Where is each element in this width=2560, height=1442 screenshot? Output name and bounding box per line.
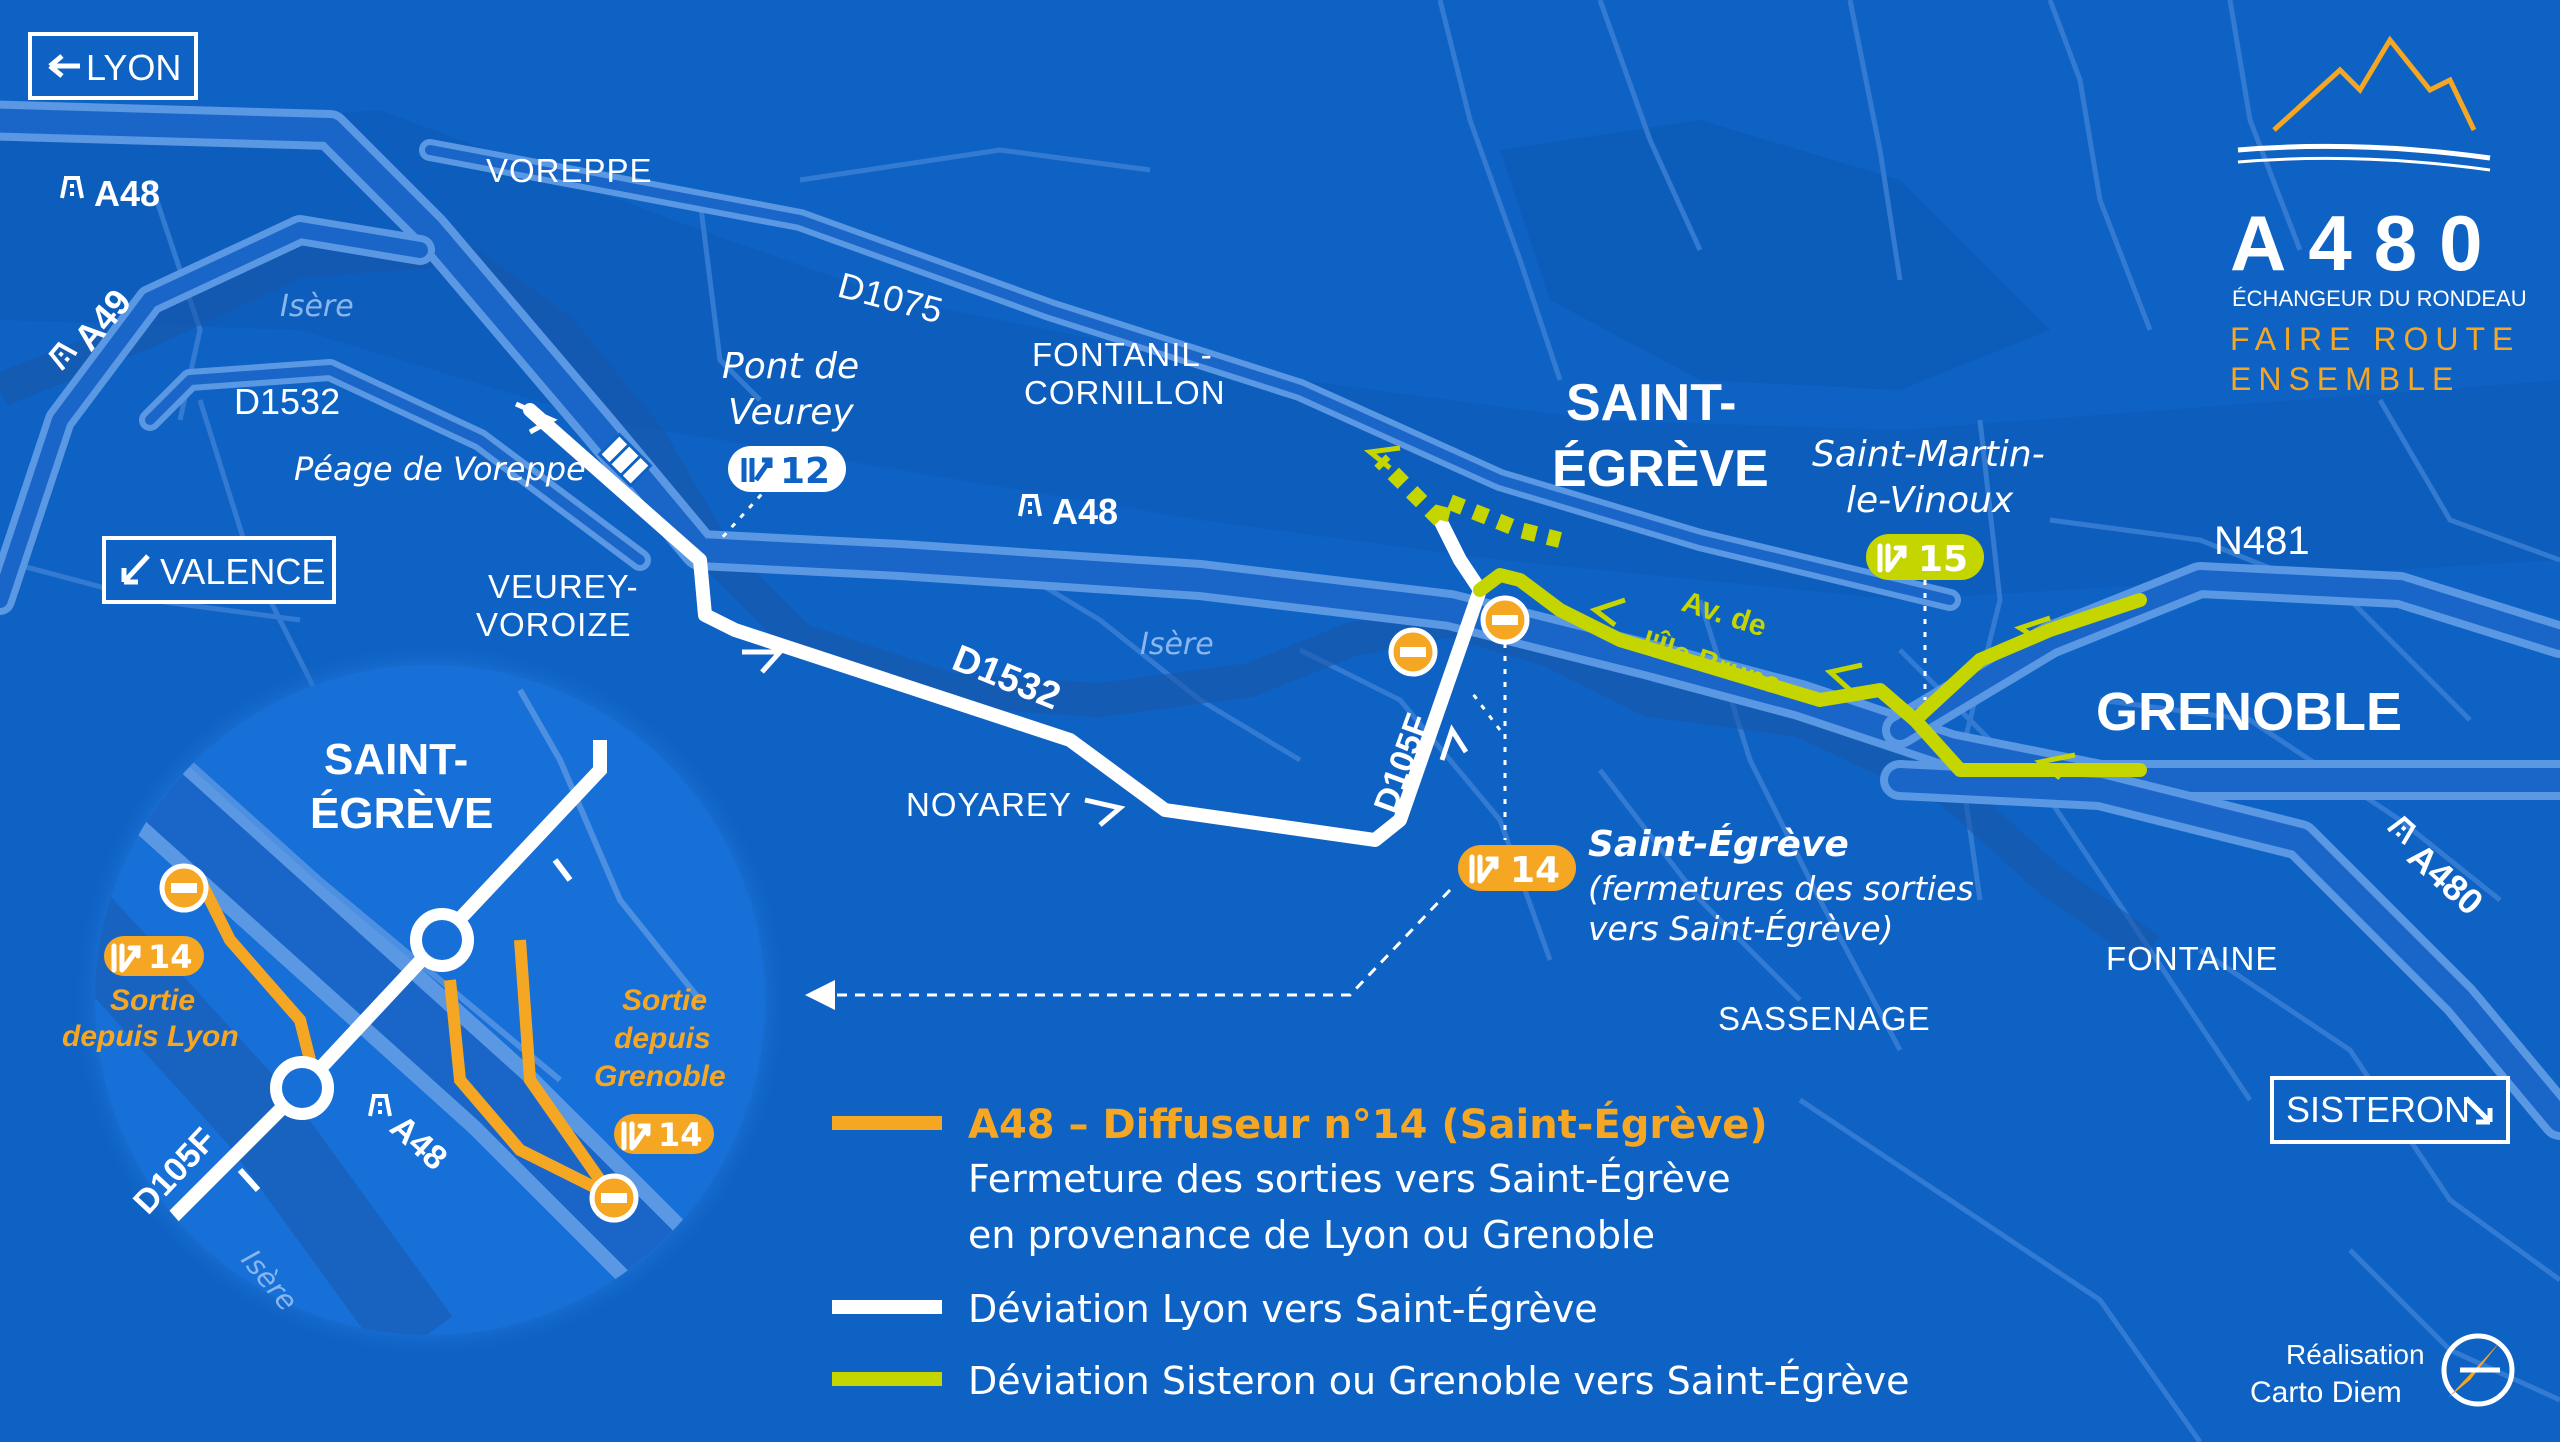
- credit-line2: Carto Diem: [2250, 1376, 2402, 1409]
- sign-valence-label: VALENCE: [160, 551, 325, 592]
- city-saint-egreve-2: ÉGRÈVE: [1552, 440, 1769, 498]
- inset-sortie-lyon-2: depuis Lyon: [62, 1020, 239, 1053]
- sign-sisteron-label: SISTERON: [2286, 1089, 2470, 1130]
- inset-sortie-gre-1: Sortie: [622, 984, 707, 1017]
- a480-label: A480: [2400, 835, 2491, 923]
- arrow-green-1: [2034, 752, 2076, 780]
- exit-14-label: 14: [1510, 850, 1560, 891]
- town-voreppe: VOREPPE: [486, 152, 653, 189]
- brand-subtitle: ÉCHANGEUR DU RONDEAU: [2232, 286, 2527, 311]
- land-shading: [0, 110, 2560, 600]
- legend-swatch-green: [832, 1372, 942, 1386]
- arrow-white-3: [1084, 797, 1126, 827]
- street-av-1: Av. de: [1678, 585, 1771, 643]
- place-pont-2: Veurey: [728, 392, 854, 433]
- arrow-down-right-icon: [2464, 1096, 2493, 1125]
- arrow-green-4: [1589, 597, 1626, 627]
- detour-lyon: [523, 403, 1487, 847]
- leader-inset-arrow: [805, 980, 835, 1010]
- inset-sortie-gre-3: Grenoble: [594, 1060, 726, 1093]
- exit-badge-15: 15: [1866, 534, 1984, 580]
- no-entry-icon: [589, 1173, 639, 1223]
- motorway-label-a48-center: A48: [1018, 491, 1118, 532]
- exit-badge-12: 12: [728, 446, 846, 492]
- place-saint-martin-2: le-Vinoux: [1846, 480, 2014, 521]
- inset-city-2: ÉGRÈVE: [310, 788, 493, 838]
- n481-label: N481: [2214, 519, 2310, 563]
- place-saint-martin-1: Saint-Martin-: [1812, 434, 2045, 475]
- brand-name: A480: [2230, 199, 2504, 287]
- place-pont-1: Pont de: [722, 346, 859, 387]
- exit-15-label: 15: [1918, 539, 1968, 580]
- arrow-white-2: [742, 649, 786, 674]
- annotation-title: Saint-Égrève: [1588, 823, 1849, 865]
- inset-exit-lyon-label: 14: [148, 938, 193, 976]
- legend-orange-title: A48 – Diffuseur n°14 (Saint-Égrève): [968, 1100, 1768, 1148]
- a48-center-label: A48: [1052, 491, 1118, 532]
- arrow-down-left-icon: [121, 554, 150, 585]
- motorway-label-a48-west: A48: [60, 173, 160, 214]
- detour-dashed: [1374, 454, 1562, 548]
- arrow-green-3: [1824, 662, 1863, 692]
- arrow-green-5: [1363, 445, 1401, 470]
- brand-tagline-2: ENSEMBLE: [2230, 361, 2460, 397]
- legend-orange-line2: en provenance de Lyon ou Grenoble: [968, 1213, 1655, 1257]
- town-sassenage: SASSENAGE: [1718, 1000, 1931, 1037]
- sign-sisteron[interactable]: SISTERON: [2270, 1076, 2510, 1144]
- exit-12-label: 12: [780, 451, 830, 492]
- inset-exit-badge-lyon: 14: [104, 936, 204, 976]
- compass-logo-icon: [2441, 1333, 2515, 1407]
- sign-lyon[interactable]: LYON: [28, 32, 198, 100]
- inset-city-1: SAINT-: [324, 735, 468, 784]
- inset-exit-badge-grenoble: 14: [614, 1114, 714, 1154]
- legend-swatch-white: [832, 1300, 942, 1314]
- detour-grenoble-n481: [1908, 593, 2147, 727]
- river-isere-1: Isère: [280, 289, 354, 324]
- arrow-left-icon: [48, 54, 80, 78]
- exit-badge-14: 14: [1458, 845, 1576, 891]
- place-peage: Péage de Voreppe: [294, 450, 586, 488]
- town-veurey-1: VEUREY-: [488, 568, 639, 605]
- city-grenoble: GRENOBLE: [2096, 682, 2402, 742]
- detour-grenoble: [1473, 568, 2147, 777]
- a48-west-label: A48: [94, 173, 160, 214]
- brand-tagline-1: FAIRE ROUTE: [2230, 321, 2520, 357]
- arrow-white-4: [1439, 724, 1469, 761]
- legend-orange-line1: Fermeture des sorties vers Saint-Égrève: [968, 1157, 1731, 1201]
- brand-logo: A480 ÉCHANGEUR DU RONDEAU FAIRE ROUTE EN…: [2230, 35, 2527, 397]
- town-fontaine: FONTAINE: [2106, 940, 2278, 977]
- legend-white-line: Déviation Lyon vers Saint-Égrève: [968, 1287, 1598, 1331]
- credit-line1: Réalisation: [2286, 1339, 2425, 1370]
- arrow-white-1: [514, 401, 558, 435]
- mountain-logo-icon: [2272, 35, 2477, 132]
- leader-exit-14: [1468, 689, 1502, 731]
- town-fontanil-1: FONTANIL-: [1032, 336, 1213, 373]
- inset-sortie-gre-2: depuis: [614, 1022, 711, 1055]
- d1532-west-label: D1532: [234, 381, 340, 422]
- city-saint-egreve-1: SAINT-: [1566, 374, 1736, 432]
- sign-lyon-label: LYON: [86, 47, 181, 88]
- sign-valence[interactable]: VALENCE: [102, 536, 336, 604]
- legend-green-line: Déviation Sisteron ou Grenoble vers Sain…: [968, 1359, 1909, 1403]
- no-entry-icon: [1388, 627, 1438, 677]
- legend: A48 – Diffuseur n°14 (Saint-Égrève) Ferm…: [832, 1100, 1909, 1403]
- no-entry-icon: [159, 863, 209, 913]
- inset-exit-grenoble-label: 14: [658, 1116, 703, 1154]
- town-noyarey: NOYAREY: [906, 786, 1072, 823]
- toll-plaza-icon: [597, 432, 653, 488]
- town-veurey-2: VOROIZE: [476, 606, 632, 643]
- annotation-line2: vers Saint-Égrève): [1588, 908, 1894, 948]
- town-fontanil-2: CORNILLON: [1024, 374, 1226, 411]
- arrow-green-2: [2014, 615, 2051, 643]
- inset-map: 14 14 SAINT- ÉGRÈVE Sortie depuis Lyon S…: [62, 640, 790, 1360]
- annotation-line1: (fermetures des sorties: [1588, 869, 1974, 908]
- leader-inset: [820, 888, 1452, 997]
- river-isere-2: Isère: [1140, 627, 1214, 662]
- legend-swatch-orange: [832, 1116, 942, 1130]
- inset-sortie-lyon-1: Sortie: [110, 984, 195, 1017]
- credit: Réalisation Carto Diem: [2250, 1333, 2515, 1409]
- no-entry-icon: [1480, 595, 1530, 645]
